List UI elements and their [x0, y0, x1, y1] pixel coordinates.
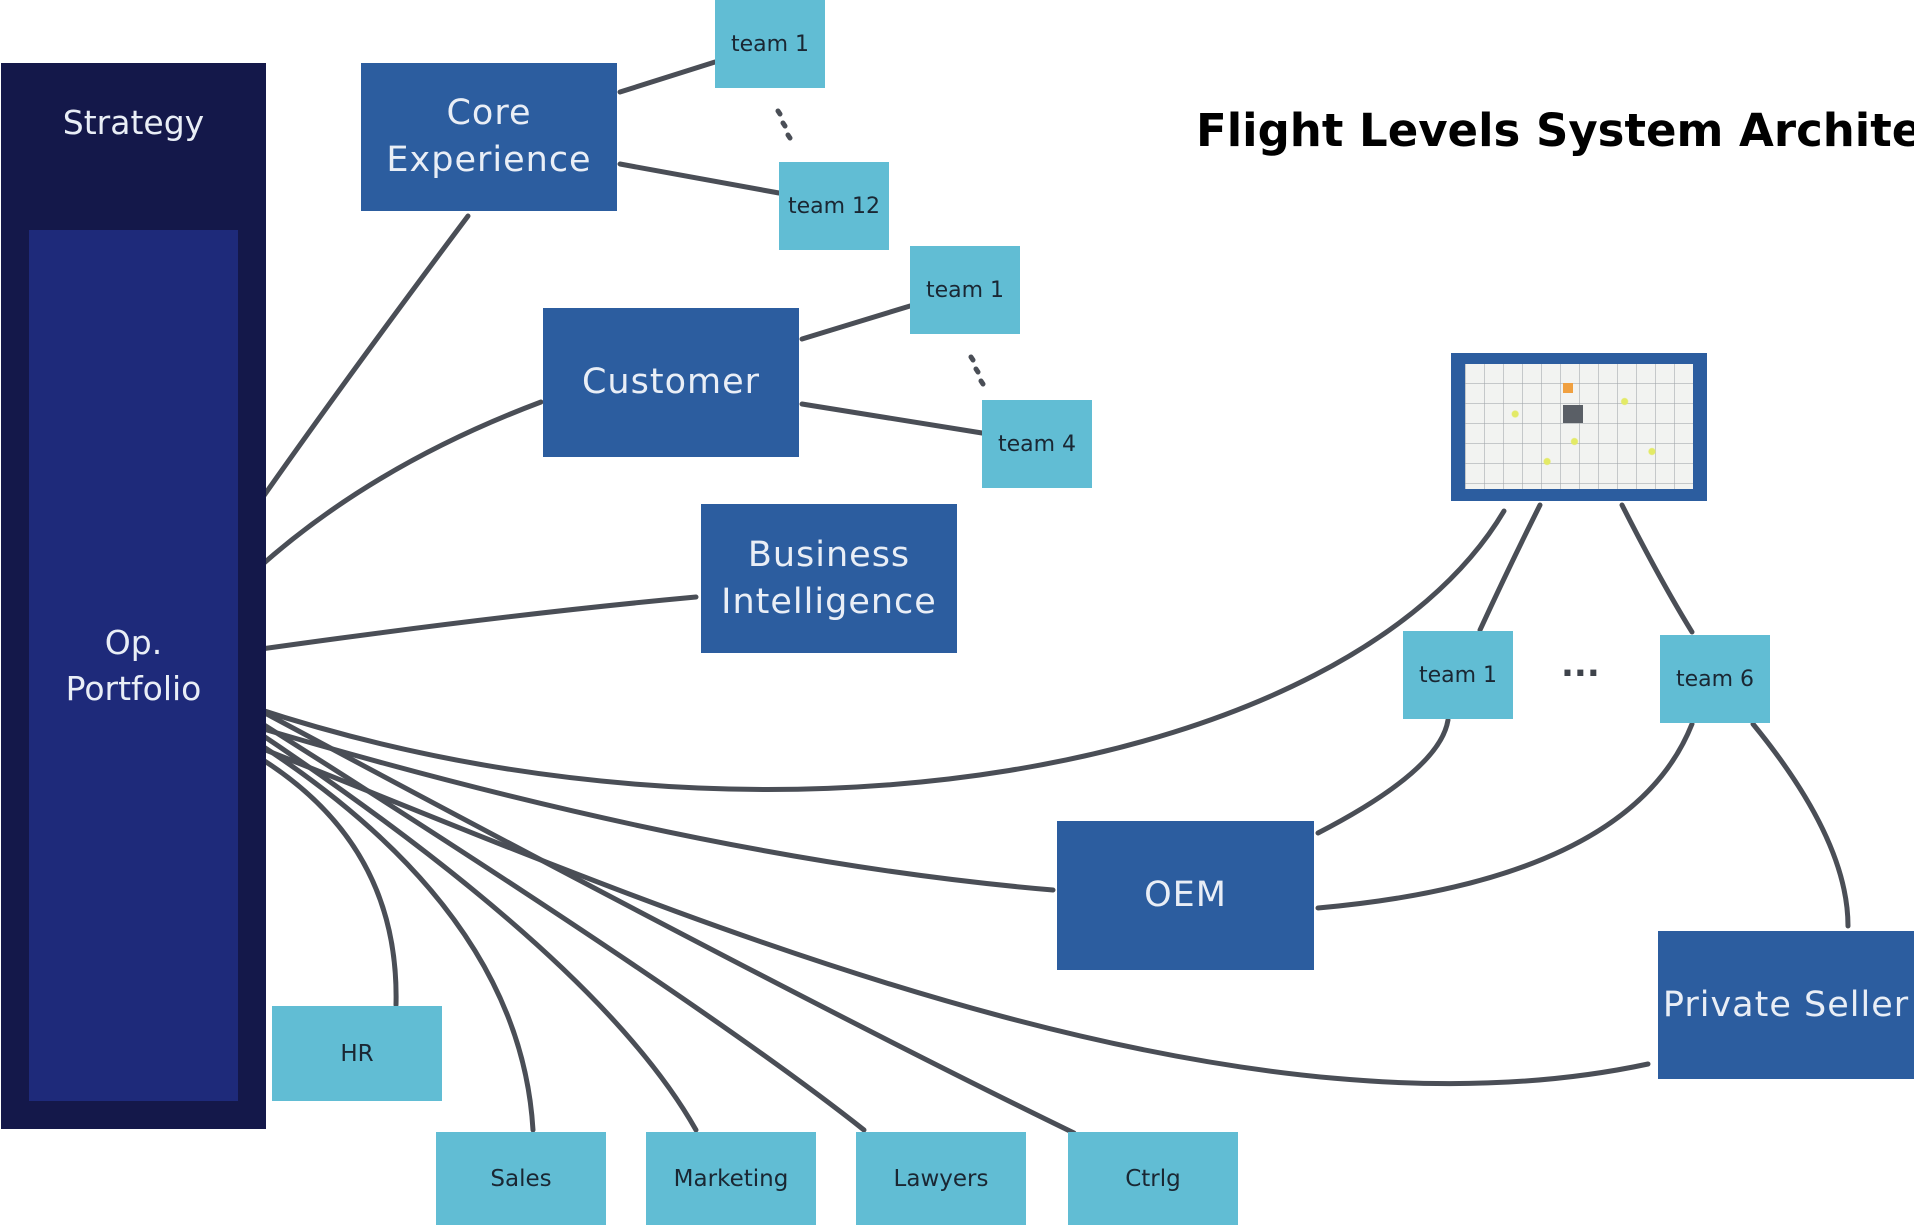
- department-hr: HR: [272, 1006, 442, 1101]
- link-board-team1: [1477, 502, 1543, 633]
- core-team-last: team 12: [779, 162, 889, 250]
- link-portfolio-sales: [247, 735, 536, 1133]
- link-team6-oem: [1315, 721, 1695, 911]
- link-team6-private-seller: [1750, 721, 1851, 929]
- link-portfolio-business-intelligence: [237, 594, 699, 655]
- shared-team-first: team 1: [1403, 631, 1513, 719]
- link-portfolio-hr: [247, 749, 399, 1008]
- private-seller-box: Private Seller: [1658, 931, 1914, 1079]
- link-core-team1: [617, 59, 718, 95]
- link-portfolio-customer: [237, 399, 544, 588]
- link-portfolio-lawyers: [247, 713, 867, 1133]
- customer-team-first: team 1: [910, 246, 1020, 334]
- link-board-team6: [1619, 502, 1695, 635]
- link-portfolio-marketing: [247, 724, 699, 1133]
- link-core-team12: [617, 161, 782, 196]
- shared-teams-ellipsis: ...: [1561, 645, 1600, 685]
- board-photo: [1451, 353, 1707, 501]
- board-image: [1465, 364, 1693, 489]
- portfolio-label: Op. Portfolio: [65, 622, 202, 708]
- customer-team-last: team 4: [982, 400, 1092, 488]
- board-sticky-cluster: [1563, 405, 1583, 423]
- dots-customer: [968, 354, 986, 387]
- department-lawyers: Lawyers: [856, 1132, 1026, 1225]
- page-title: Flight Levels System Architect: [1196, 104, 1914, 157]
- department-ctrlg: Ctrlg: [1068, 1132, 1238, 1225]
- board-sticky-orange: [1563, 383, 1573, 393]
- core-experience-box: Core Experience: [361, 63, 617, 211]
- shared-team-last: team 6: [1660, 635, 1770, 723]
- oem-box: OEM: [1057, 821, 1314, 970]
- link-customer-team1: [799, 303, 913, 342]
- customer-box: Customer: [543, 308, 799, 457]
- link-portfolio-oem: [237, 719, 1056, 893]
- business-intelligence-box: Business Intelligence: [701, 504, 957, 653]
- department-sales: Sales: [436, 1132, 606, 1225]
- dots-core: [775, 108, 793, 141]
- link-team1-oem: [1315, 717, 1451, 836]
- link-portfolio-ctrlg: [247, 702, 1077, 1136]
- strategy-column: Strategy Op. Portfolio: [1, 63, 266, 1129]
- strategy-label: Strategy: [62, 103, 205, 142]
- link-portfolio-private-seller: [237, 737, 1651, 1086]
- department-marketing: Marketing: [646, 1132, 816, 1225]
- link-portfolio-core-experience: [237, 213, 471, 533]
- link-customer-team4: [799, 401, 985, 436]
- link-portfolio-board: [237, 508, 1507, 792]
- core-team-first: team 1: [715, 0, 825, 88]
- portfolio-box: Op. Portfolio: [29, 230, 238, 1101]
